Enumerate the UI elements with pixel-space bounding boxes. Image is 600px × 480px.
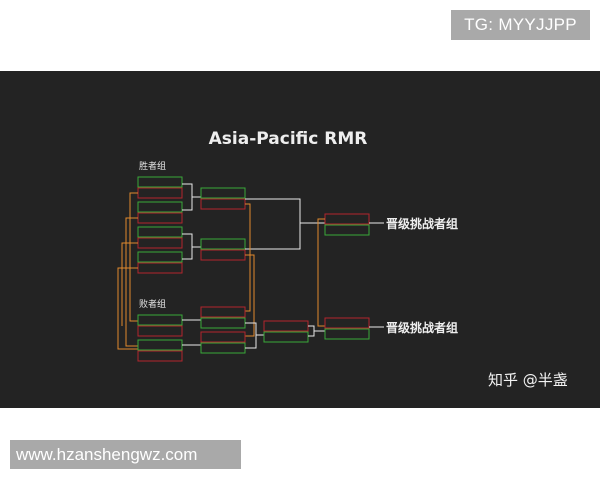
upper-bracket-label: 胜者组 [139,162,167,172]
upper-r1-match-1 [137,176,183,199]
bracket-panel: Asia-Pacific RMR 胜者组 败者组 [0,71,600,408]
author-credit: 知乎 @半盏 [488,371,568,389]
upper-result-label: 晋级挑战者组 [386,217,459,231]
upper-r1-match-2 [137,201,183,224]
upper-r1-match-3 [137,226,183,249]
connector-upper-r2 [245,198,325,250]
upper-r1-match-4 [137,251,183,274]
lower-r1-match-1 [137,314,183,337]
connector-lower-r2 [245,322,264,349]
lower-r2-match-1 [200,306,246,329]
connector-losers-drop-7 [317,218,325,327]
lower-r2-match-2 [200,331,246,354]
bracket-diagram [117,176,384,362]
connector-losers-drop-5 [245,203,251,312]
connector-losers-drop-6 [245,254,255,337]
lower-r1-match-2 [137,339,183,362]
watermark-bottom: www.hzanshengwz.com [10,440,241,469]
watermark-top: TG: MYYJJPP [451,10,590,40]
connector-losers-drop-2 [125,217,138,347]
lower-r3-match [263,320,309,343]
upper-r2-match-2 [200,238,246,261]
upper-final-match [324,213,370,236]
connector-upper-r1-a [182,183,201,211]
diagram-title: Asia-Pacific RMR [208,129,368,149]
upper-r2-match-1 [200,187,246,210]
lower-final-match [324,317,370,340]
connector-lower-r3 [308,325,325,337]
connector-losers-drop-3 [121,242,138,326]
connector-losers-drop-1 [129,192,138,322]
connector-upper-r1-b [182,233,201,260]
lower-result-label: 晋级挑战者组 [386,321,459,335]
connector-losers-drop-4 [117,267,138,350]
lower-bracket-label: 败者组 [139,300,167,310]
